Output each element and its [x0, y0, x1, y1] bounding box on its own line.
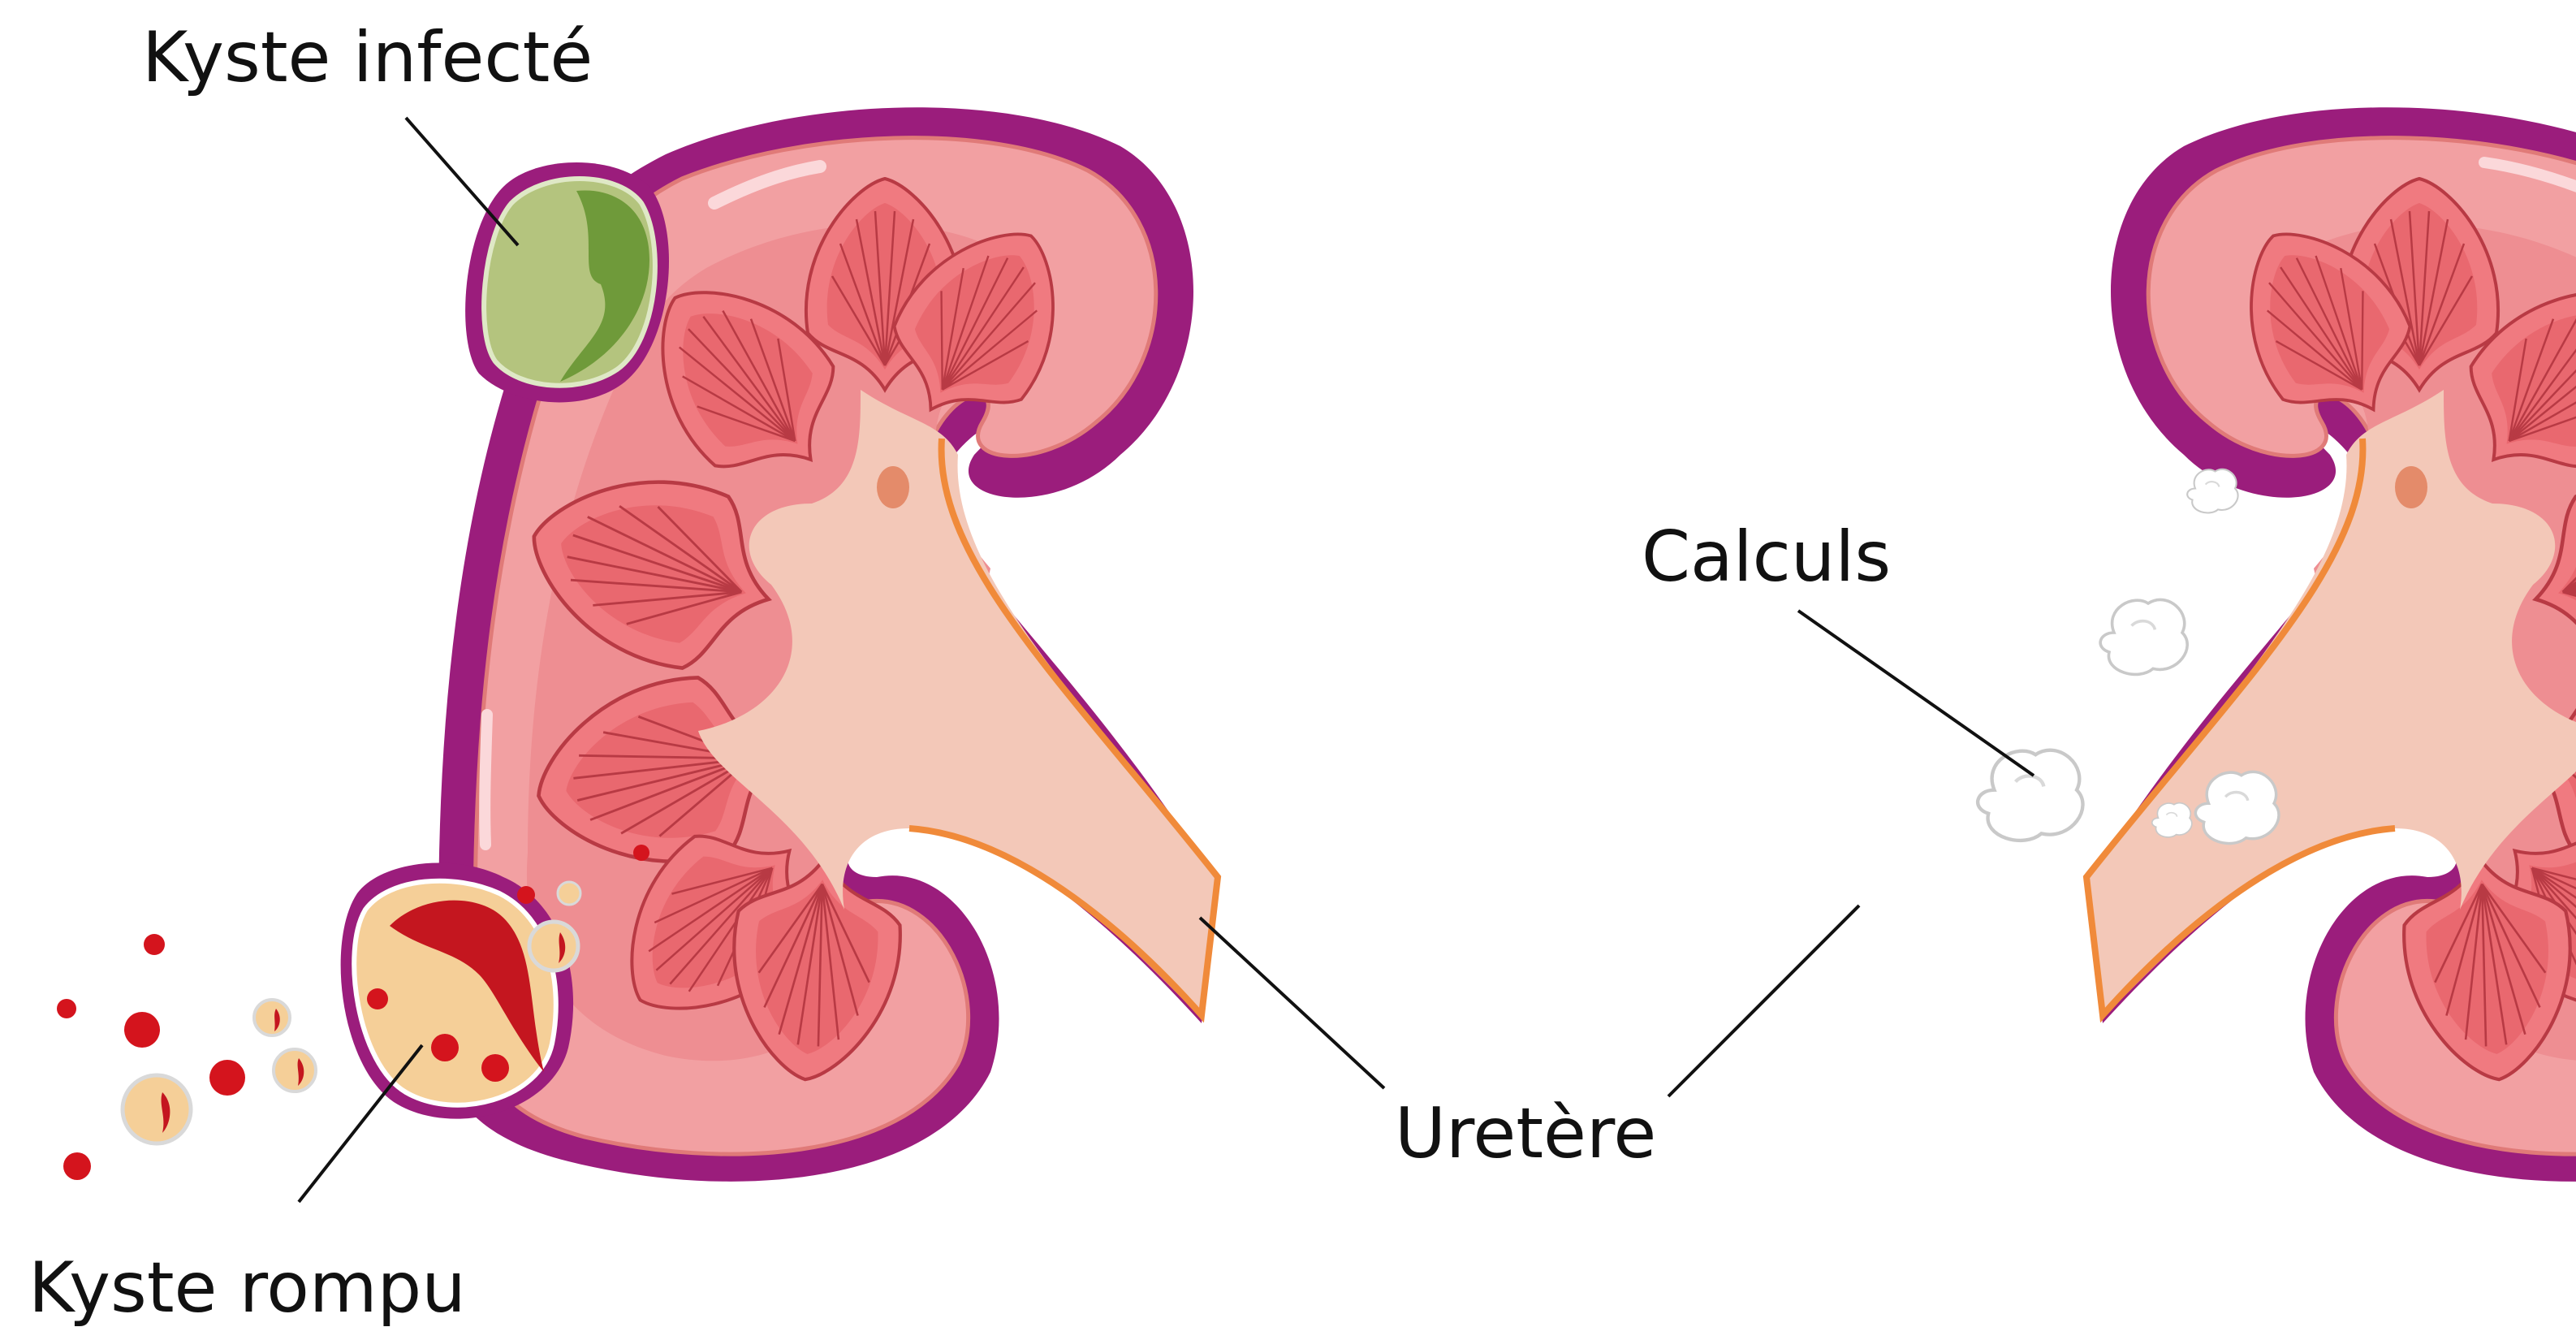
label-infected-cyst: Kyste infecté — [142, 17, 593, 98]
leader-infected-cyst — [406, 118, 518, 245]
leader-stones — [1798, 611, 2034, 776]
infected-cyst — [465, 162, 669, 402]
label-stones: Calculs — [1642, 517, 1891, 598]
label-ureter: Uretère — [1395, 1093, 1656, 1174]
label-ruptured-cyst: Kyste rompu — [28, 1247, 466, 1327]
leader-ureter-right — [1668, 906, 1859, 1096]
stone-icon — [1978, 469, 2279, 844]
leader-ureter-left — [1200, 918, 1384, 1088]
